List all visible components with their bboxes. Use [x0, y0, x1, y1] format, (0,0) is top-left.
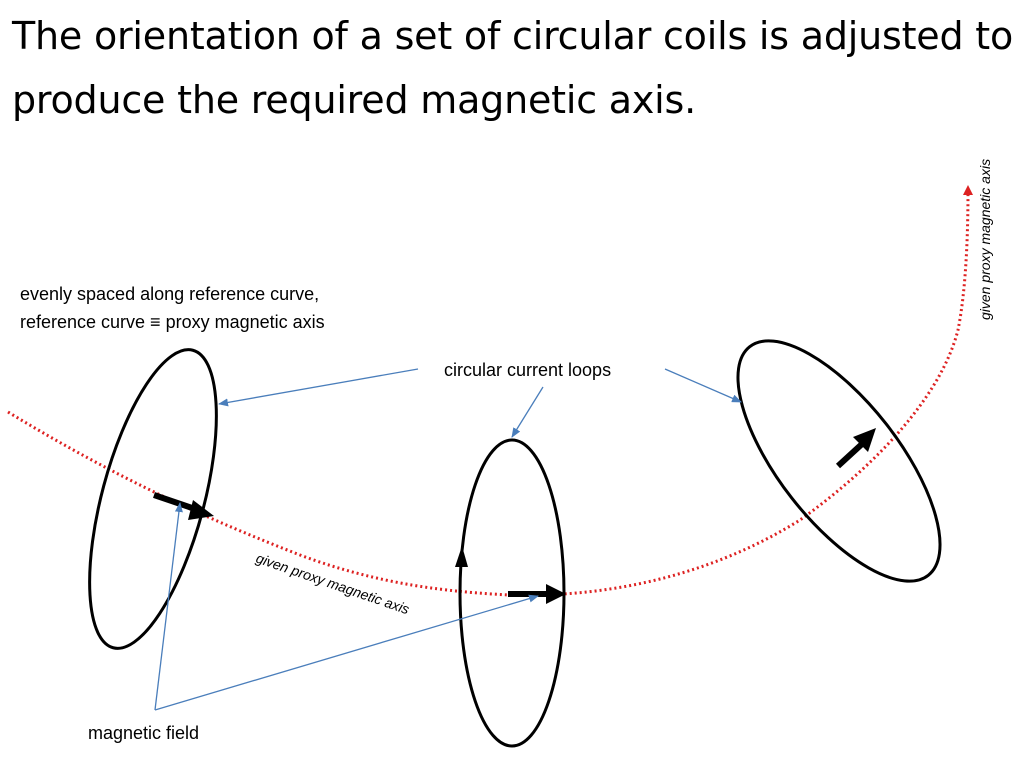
current-loop-left-ring — [88, 348, 218, 650]
spacing-label-line1: evenly spaced along reference curve, — [20, 284, 319, 304]
axis-label-lower: given proxy magnetic axis — [254, 550, 412, 618]
loops-label: circular current loops — [444, 360, 611, 380]
magnetic-field-label: magnetic field — [88, 723, 199, 743]
pointer-lines — [154, 368, 742, 711]
current-direction-arrowhead — [455, 546, 468, 567]
spacing-label-line2: reference curve ≡ proxy magnetic axis — [20, 312, 325, 332]
axis-label-vertical: given proxy magnetic axis — [977, 159, 993, 320]
slide-title: The orientation of a set of circular coi… — [12, 14, 1014, 122]
current-loop-right-ring — [736, 339, 942, 583]
field-arrow-right — [835, 428, 876, 469]
pointer-field-to-middle — [154, 594, 539, 711]
proxy-magnetic-axis-curve — [7, 185, 973, 597]
field-arrow-middle — [508, 584, 566, 604]
pointer-loops-to-middle — [511, 386, 544, 438]
pointer-field-to-left — [154, 502, 183, 711]
current-loop-left — [88, 348, 218, 650]
pointer-loops-to-right — [664, 368, 742, 403]
current-loop-right — [736, 339, 942, 583]
pointer-loops-to-left — [218, 368, 419, 407]
